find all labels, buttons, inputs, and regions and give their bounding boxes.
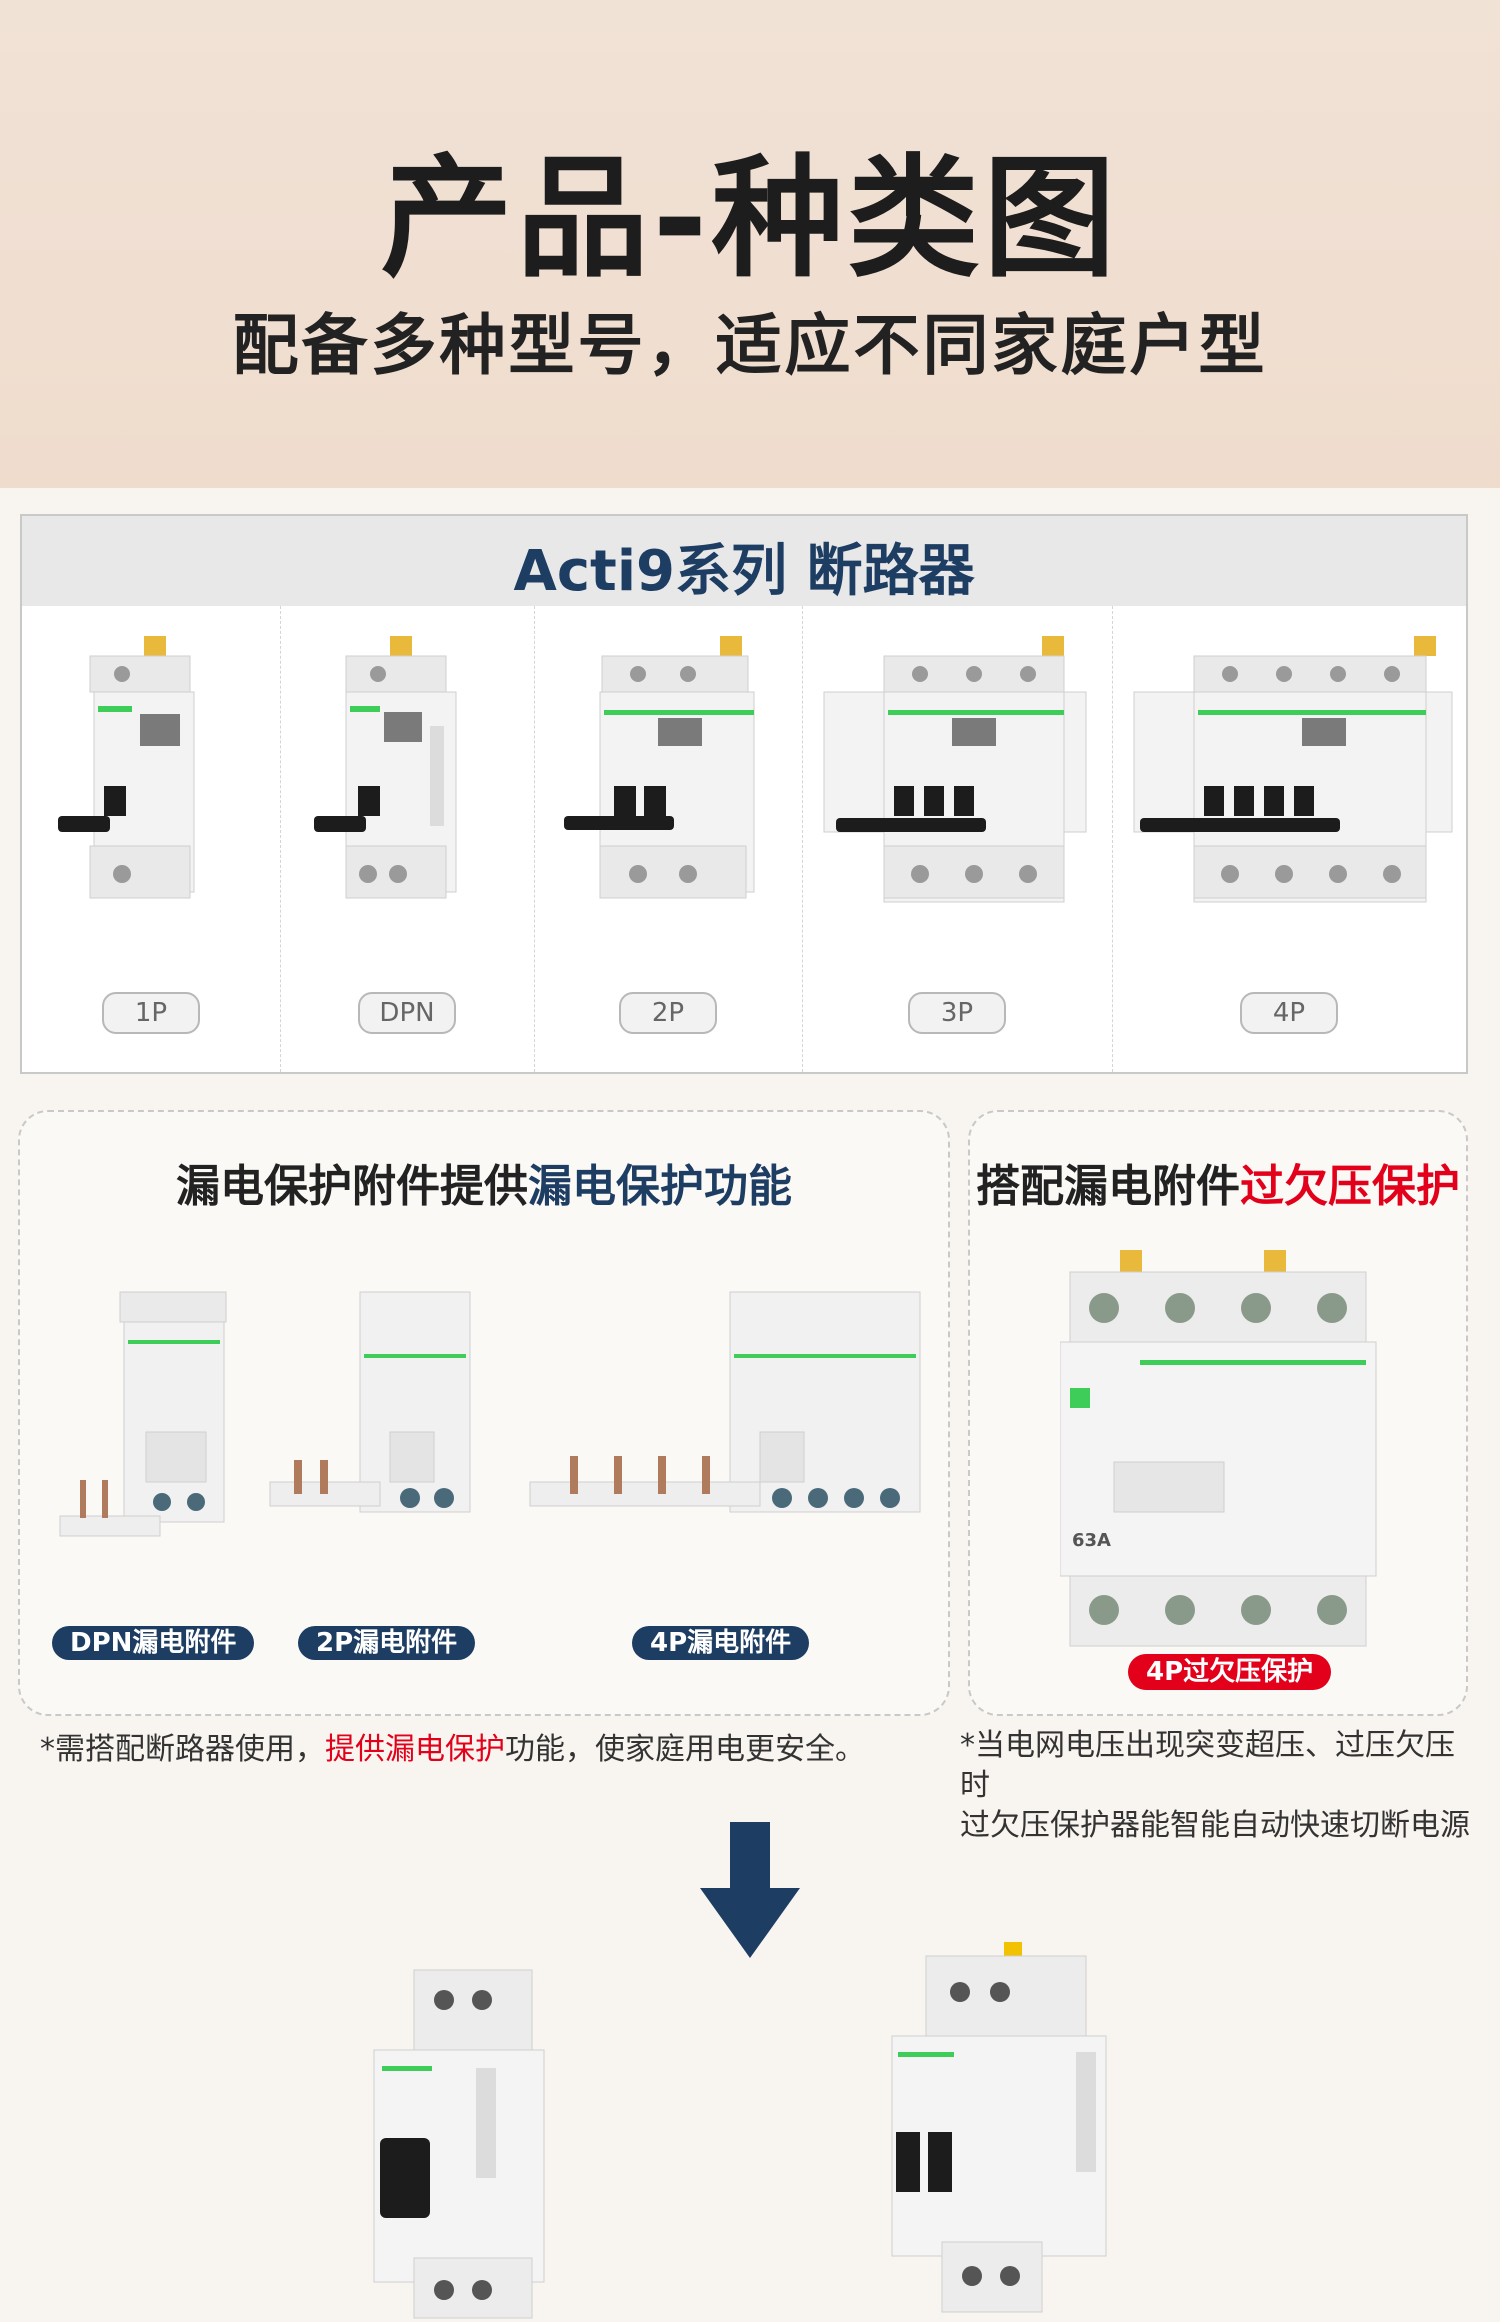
overvoltage-note-line2: 过欠压保护器能智能自动快速切断电源 [960, 1808, 1470, 1843]
model-1p[interactable]: 1P [22, 606, 281, 1072]
overvoltage-heading: 搭配漏电附件过欠压保护 [970, 1150, 1466, 1214]
series-title-bar: Acti9系列 断路器 [22, 516, 1466, 606]
model-2p[interactable]: 2P [534, 606, 803, 1072]
dpn-leakage-label: DPN漏电附件 [52, 1626, 255, 1660]
leakage-note-highlight: 提供漏电保护 [325, 1732, 505, 1767]
model-label: 1P [102, 992, 200, 1034]
overvoltage-heading-plain: 搭配漏电附件 [976, 1161, 1240, 1212]
2p-breaker-with-leakage-image [891, 1942, 1107, 2313]
leakage-note-prefix: *需搭配断路器使用， [40, 1732, 325, 1767]
model-label: 3P [908, 992, 1006, 1034]
model-label: 4P [1240, 992, 1338, 1034]
breaker-4p-image [1133, 636, 1453, 903]
breaker-2p-image [564, 636, 755, 899]
leakage-heading-plain: 漏电保护附件提供 [176, 1161, 528, 1212]
overvoltage-box: 搭配漏电附件过欠压保护 63A 4P过欠压保护 [968, 1110, 1468, 1716]
leakage-heading-highlight: 漏电保护功能 [528, 1161, 792, 1212]
model-3p[interactable]: 3P [802, 606, 1113, 1072]
breaker-1p-image [58, 636, 195, 899]
breaker-dpn-image [314, 636, 457, 899]
leakage-heading: 漏电保护附件提供漏电保护功能 [20, 1150, 948, 1214]
leakage-accessory-box: 漏电保护附件提供漏电保护功能 DPN漏电附件 2P漏 [18, 1110, 950, 1716]
4p-leakage-label: 4P漏电附件 [632, 1626, 810, 1660]
down-arrow-icon [700, 1822, 800, 1958]
2p-leakage-accessory-image [269, 1291, 471, 1513]
acti9-series-panel: Acti9系列 断路器 1P [20, 514, 1468, 1074]
dpn-breaker-with-leakage-image [373, 1969, 545, 2319]
4p-overvoltage-label: 4P过欠压保护 [1128, 1654, 1332, 1690]
page-title: 产品-种类图 [380, 142, 1120, 296]
4p-overvoltage-device-image: 63A [1060, 1250, 1377, 1647]
4p-leakage-accessory-image [529, 1291, 921, 1513]
series-title: Acti9系列 断路器 [513, 539, 975, 604]
overvoltage-note-line1: *当电网电压出现突变超压、过压欠压时 [960, 1728, 1455, 1803]
2p-leakage-label: 2P漏电附件 [298, 1626, 476, 1660]
leakage-note: *需搭配断路器使用，提供漏电保护功能，使家庭用电更安全。 [40, 1730, 865, 1770]
model-dpn[interactable]: DPN [280, 606, 535, 1072]
device-rating: 63A [1072, 1530, 1111, 1551]
breaker-3p-image [823, 636, 1087, 903]
overvoltage-heading-highlight: 过欠压保护 [1240, 1161, 1460, 1212]
hero-banner: 产品-种类图 配备多种型号，适应不同家庭户型 [0, 0, 1500, 488]
dpn-leakage-accessory-image [59, 1291, 227, 1537]
leakage-note-suffix: 功能，使家庭用电更安全。 [505, 1732, 865, 1767]
model-label: 2P [619, 992, 717, 1034]
model-4p[interactable]: 4P [1112, 606, 1466, 1072]
model-label: DPN [358, 992, 456, 1034]
overvoltage-note: *当电网电压出现突变超压、过压欠压时 过欠压保护器能智能自动快速切断电源 [960, 1726, 1480, 1846]
page-subtitle: 配备多种型号，适应不同家庭户型 [232, 307, 1268, 384]
